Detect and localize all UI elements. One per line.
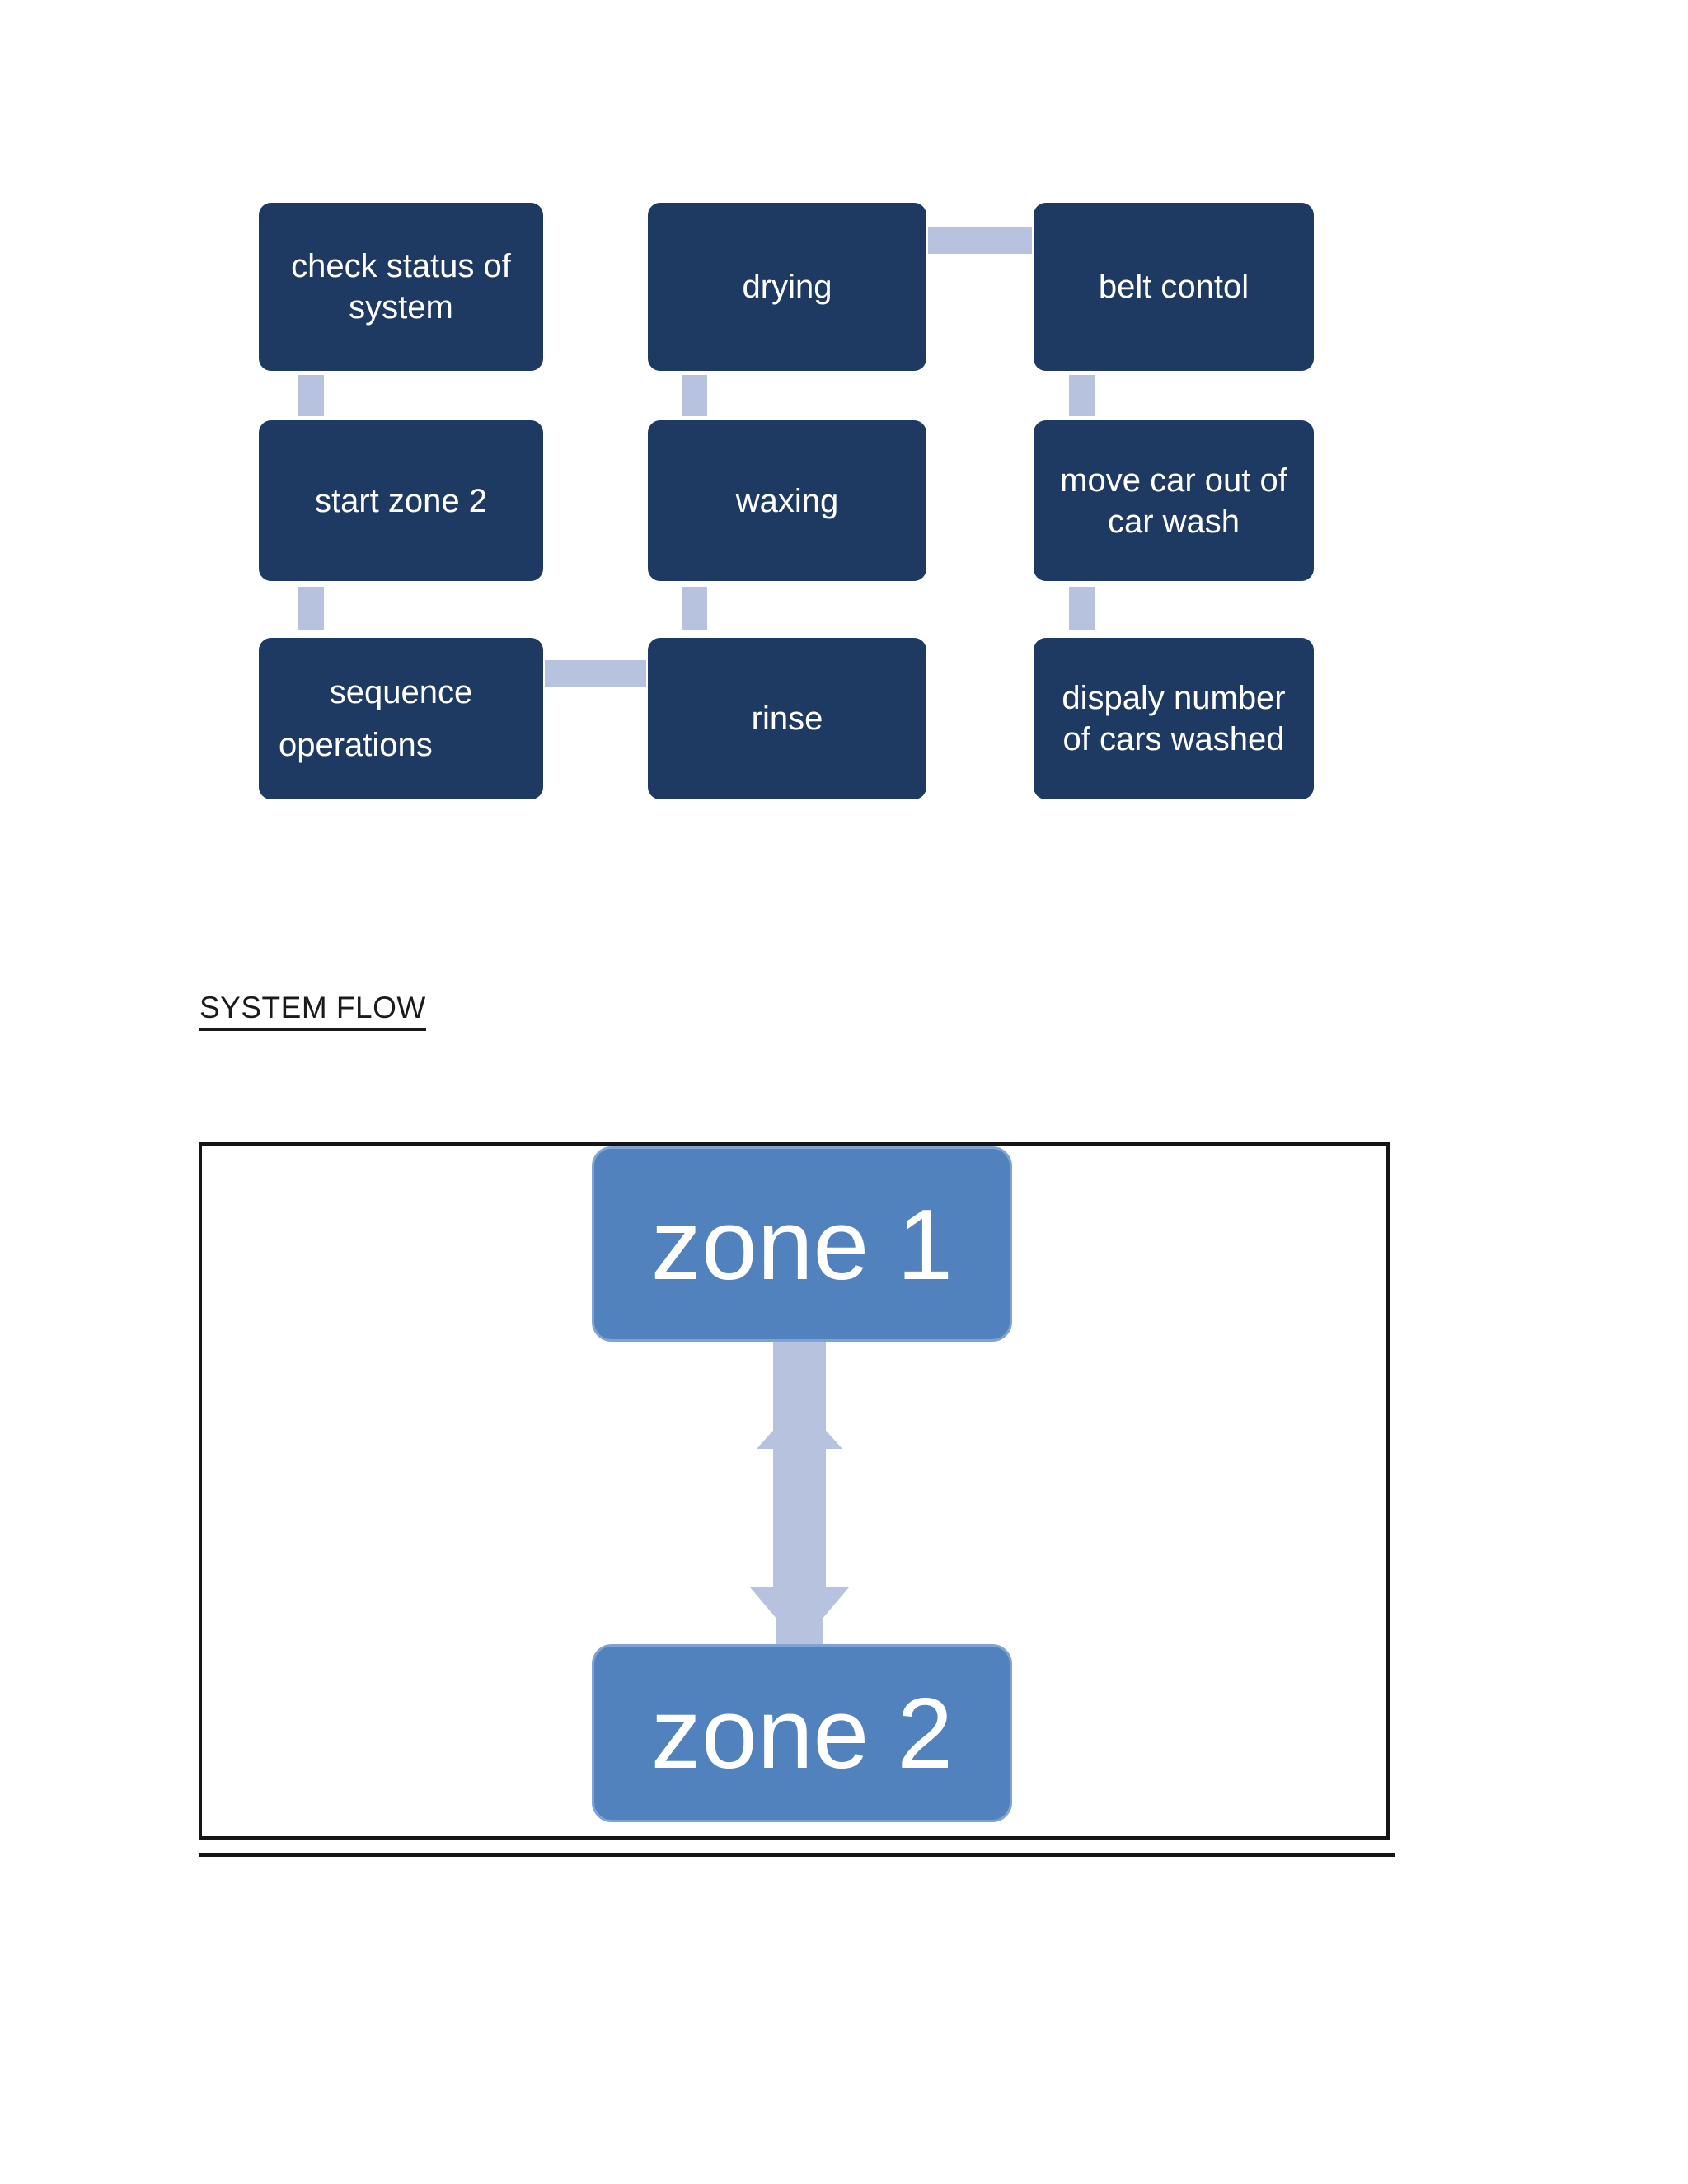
flow-box-move-car-out-of-car-wash: move car out of car wash [1034, 420, 1314, 581]
connector-start-zone-2-to-sequence-operations [298, 587, 324, 630]
flow-box-label: move car out of [1060, 462, 1287, 499]
system-flow-heading-text: SYSTEM FLOW [199, 991, 426, 1031]
flow-box-label: start zone 2 [314, 482, 487, 519]
flow-box-start-zone-2: start zone 2 [259, 420, 543, 581]
connector-drying-to-belt-contol [928, 227, 1032, 254]
flow-box-label: rinse [751, 701, 823, 737]
zone-1-box: zone 1 [592, 1146, 1012, 1342]
zone-2-label: zone 2 [650, 1677, 954, 1789]
zone-diagram-frame [199, 1142, 1390, 1840]
connector-move-car-out-to-dispaly-number [1069, 587, 1095, 630]
flow-box-label: sequence [329, 674, 473, 710]
flow-box-label: dispaly number [1062, 680, 1286, 716]
connector-drying-to-waxing [682, 375, 707, 416]
system-flow-heading: SYSTEM FLOW [199, 991, 426, 1031]
flow-box-label: drying [742, 269, 832, 305]
flow-box-label: waxing [735, 482, 839, 519]
flow-box-label: system [349, 289, 453, 326]
flow-box-waxing: waxing [648, 420, 926, 581]
connector-belt-contol-to-move-car-out [1069, 375, 1095, 416]
zone-2-box: zone 2 [592, 1644, 1012, 1822]
bottom-rule-line [199, 1853, 1395, 1857]
flow-box-sequence-operations: sequence operations [259, 638, 543, 799]
flow-box-dispaly-number-of-cars-washed: dispaly number of cars washed [1034, 638, 1314, 799]
flow-box-label: check status of [291, 248, 511, 284]
zone-1-label: zone 1 [650, 1188, 954, 1301]
flow-box-label: operations [279, 727, 433, 763]
flow-box-belt-contol: belt contol [1034, 203, 1314, 371]
connector-check-status-to-start-zone-2 [298, 375, 324, 416]
flow-box-label: of cars washed [1062, 721, 1285, 757]
down-arrow-shape [750, 1342, 849, 1646]
flow-box-label: belt contol [1098, 269, 1250, 305]
connector-sequence-operations-to-rinse [545, 660, 646, 687]
flow-box-drying: drying [648, 203, 926, 371]
flow-box-check-status-of-system: check status of system [259, 203, 543, 371]
flow-box-label: car wash [1107, 503, 1240, 540]
connector-waxing-to-rinse [682, 587, 707, 630]
flow-box-rinse: rinse [648, 638, 926, 799]
zone1-zone2-double-arrow [750, 1342, 849, 1646]
